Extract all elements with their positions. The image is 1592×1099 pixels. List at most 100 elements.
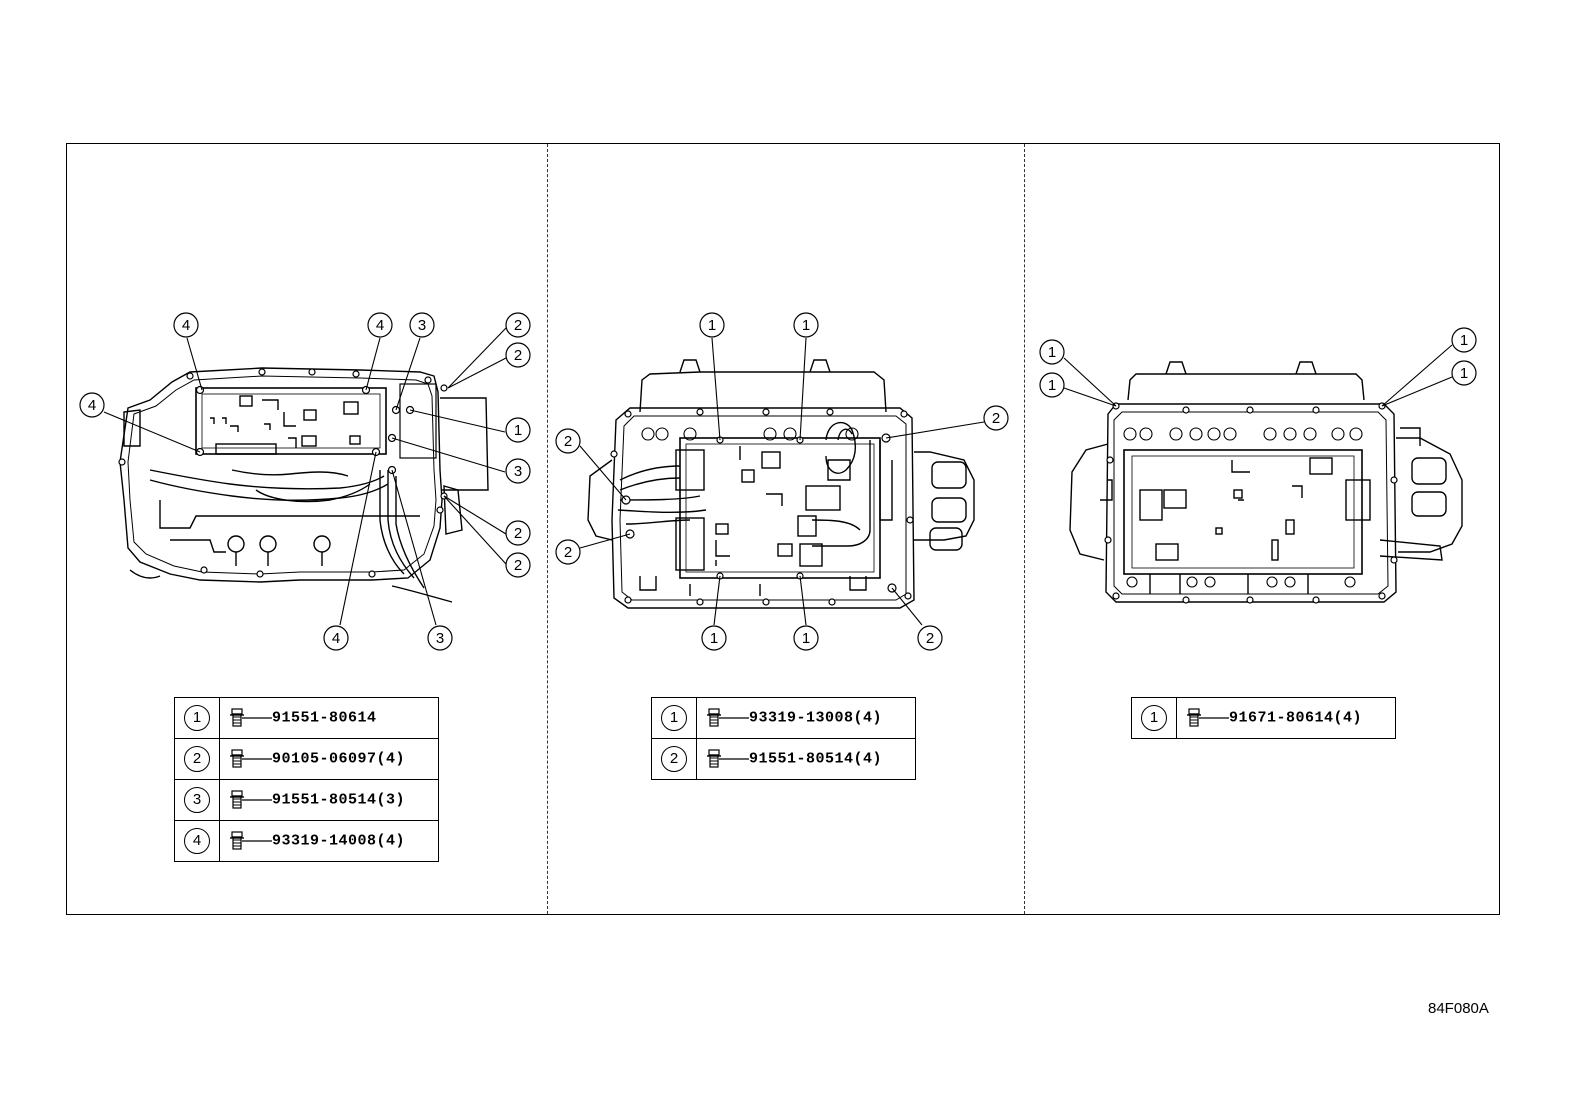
callout-2: 2 [505, 520, 531, 546]
callout-leader-lines [103, 327, 1453, 626]
callout-2: 2 [555, 539, 581, 565]
part-number-cell: 91551-80514(3) [219, 779, 439, 821]
callout-number: 4 [182, 317, 190, 334]
callout-number: 1 [1460, 365, 1468, 382]
callout-number: 4 [376, 317, 384, 334]
item-number-cell: 2 [174, 738, 220, 780]
item-number: 2 [184, 746, 210, 772]
panel-2-assembly-drawing [587, 359, 975, 609]
callout-number: 2 [514, 317, 522, 334]
parts-table-row: 2 91551-80514(4) [651, 738, 916, 780]
part-number: 93319-13008(4) [749, 709, 883, 727]
callout-3: 3 [427, 625, 453, 651]
callout-number: 2 [514, 557, 522, 574]
item-number-cell: 3 [174, 779, 220, 821]
bolt-icon [707, 708, 749, 727]
panel-divider [547, 144, 548, 914]
callout-number: 1 [1460, 332, 1468, 349]
callout-4: 4 [173, 312, 199, 338]
part-number-cell: 91551-80514(4) [696, 738, 916, 780]
callout-1: 1 [1039, 339, 1065, 365]
bolt-icon [230, 708, 272, 727]
callout-1: 1 [699, 312, 725, 338]
item-number: 1 [1141, 705, 1167, 731]
callout-1: 1 [793, 625, 819, 651]
callout-1: 1 [701, 625, 727, 651]
callout-4: 4 [323, 625, 349, 651]
parts-table-row: 2 90105-06097(4) [174, 738, 439, 780]
item-number-cell: 1 [651, 697, 697, 739]
part-number: 91551-80614 [272, 709, 377, 727]
bolt-icon [707, 749, 749, 768]
callout-number: 1 [1048, 377, 1056, 394]
callout-bubbles: 4 4 3 2 2 4 1 3 2 2 4 3 1 1 2 2 2 1 1 2 1 1 1 1 [79, 312, 1477, 651]
part-number: 91551-80514(4) [749, 750, 883, 768]
callout-3: 3 [409, 312, 435, 338]
bolt-icon [230, 831, 272, 850]
item-number: 1 [661, 705, 687, 731]
callout-1: 1 [793, 312, 819, 338]
parts-table-row: 1 91551-80614 [174, 697, 439, 739]
callout-number: 2 [564, 544, 572, 561]
callout-2: 2 [917, 625, 943, 651]
part-number-cell: 91671-80614(4) [1176, 697, 1396, 739]
part-number-cell: 91551-80614 [219, 697, 439, 739]
callout-1: 1 [1451, 327, 1477, 353]
callout-number: 1 [708, 317, 716, 334]
callout-number: 3 [514, 463, 522, 480]
part-number-cell: 90105-06097(4) [219, 738, 439, 780]
figure-code: 84F080A [1428, 1000, 1489, 1017]
callout-number: 2 [514, 347, 522, 364]
diagram-frame [66, 143, 1500, 915]
part-number: 91551-80514(3) [272, 791, 406, 809]
callout-2: 2 [505, 312, 531, 338]
callout-1: 1 [505, 417, 531, 443]
bolt-icon [230, 790, 272, 809]
item-number: 3 [184, 787, 210, 813]
part-number-cell: 93319-14008(4) [219, 820, 439, 862]
callout-number: 1 [802, 630, 810, 647]
callout-number: 2 [992, 410, 1000, 427]
part-number-cell: 93319-13008(4) [696, 697, 916, 739]
panel-divider [1024, 144, 1025, 914]
panel-3-parts-table: 1 91671-80614(4) [1131, 697, 1396, 739]
callout-1: 1 [1039, 372, 1065, 398]
callout-number: 4 [88, 397, 96, 414]
callout-number: 1 [710, 630, 718, 647]
bolt-icon [1187, 708, 1229, 727]
bolt-icon [230, 749, 272, 768]
item-number-cell: 4 [174, 820, 220, 862]
callout-number: 1 [1048, 344, 1056, 361]
item-number: 1 [184, 705, 210, 731]
panel-1-assembly-drawing [118, 367, 489, 603]
panel-1-parts-table: 1 91551-80614 2 90105-06097(4) 3 91551-80514(… [174, 697, 439, 862]
callout-number: 2 [514, 525, 522, 542]
callout-4: 4 [367, 312, 393, 338]
panel-3-assembly-drawing [1069, 361, 1463, 604]
item-number-cell: 2 [651, 738, 697, 780]
item-number-cell: 1 [1131, 697, 1177, 739]
item-number: 2 [661, 746, 687, 772]
parts-table-row: 1 91671-80614(4) [1131, 697, 1396, 739]
part-number: 91671-80614(4) [1229, 709, 1363, 727]
callout-4: 4 [79, 392, 105, 418]
callout-number: 1 [802, 317, 810, 334]
panel-2-parts-table: 1 93319-13008(4) 2 91551-80514(4) [651, 697, 916, 780]
part-number: 93319-14008(4) [272, 832, 406, 850]
callout-number: 3 [418, 317, 426, 334]
callout-3: 3 [505, 458, 531, 484]
callout-2: 2 [555, 428, 581, 454]
callout-number: 3 [436, 630, 444, 647]
part-number: 90105-06097(4) [272, 750, 406, 768]
item-number: 4 [184, 828, 210, 854]
callout-1: 1 [1451, 360, 1477, 386]
parts-table-row: 3 91551-80514(3) [174, 779, 439, 821]
parts-table-row: 1 93319-13008(4) [651, 697, 916, 739]
callout-number: 4 [332, 630, 340, 647]
item-number-cell: 1 [174, 697, 220, 739]
callout-number: 2 [564, 433, 572, 450]
parts-table-row: 4 93319-14008(4) [174, 820, 439, 862]
callout-2: 2 [505, 552, 531, 578]
callout-number: 1 [514, 422, 522, 439]
